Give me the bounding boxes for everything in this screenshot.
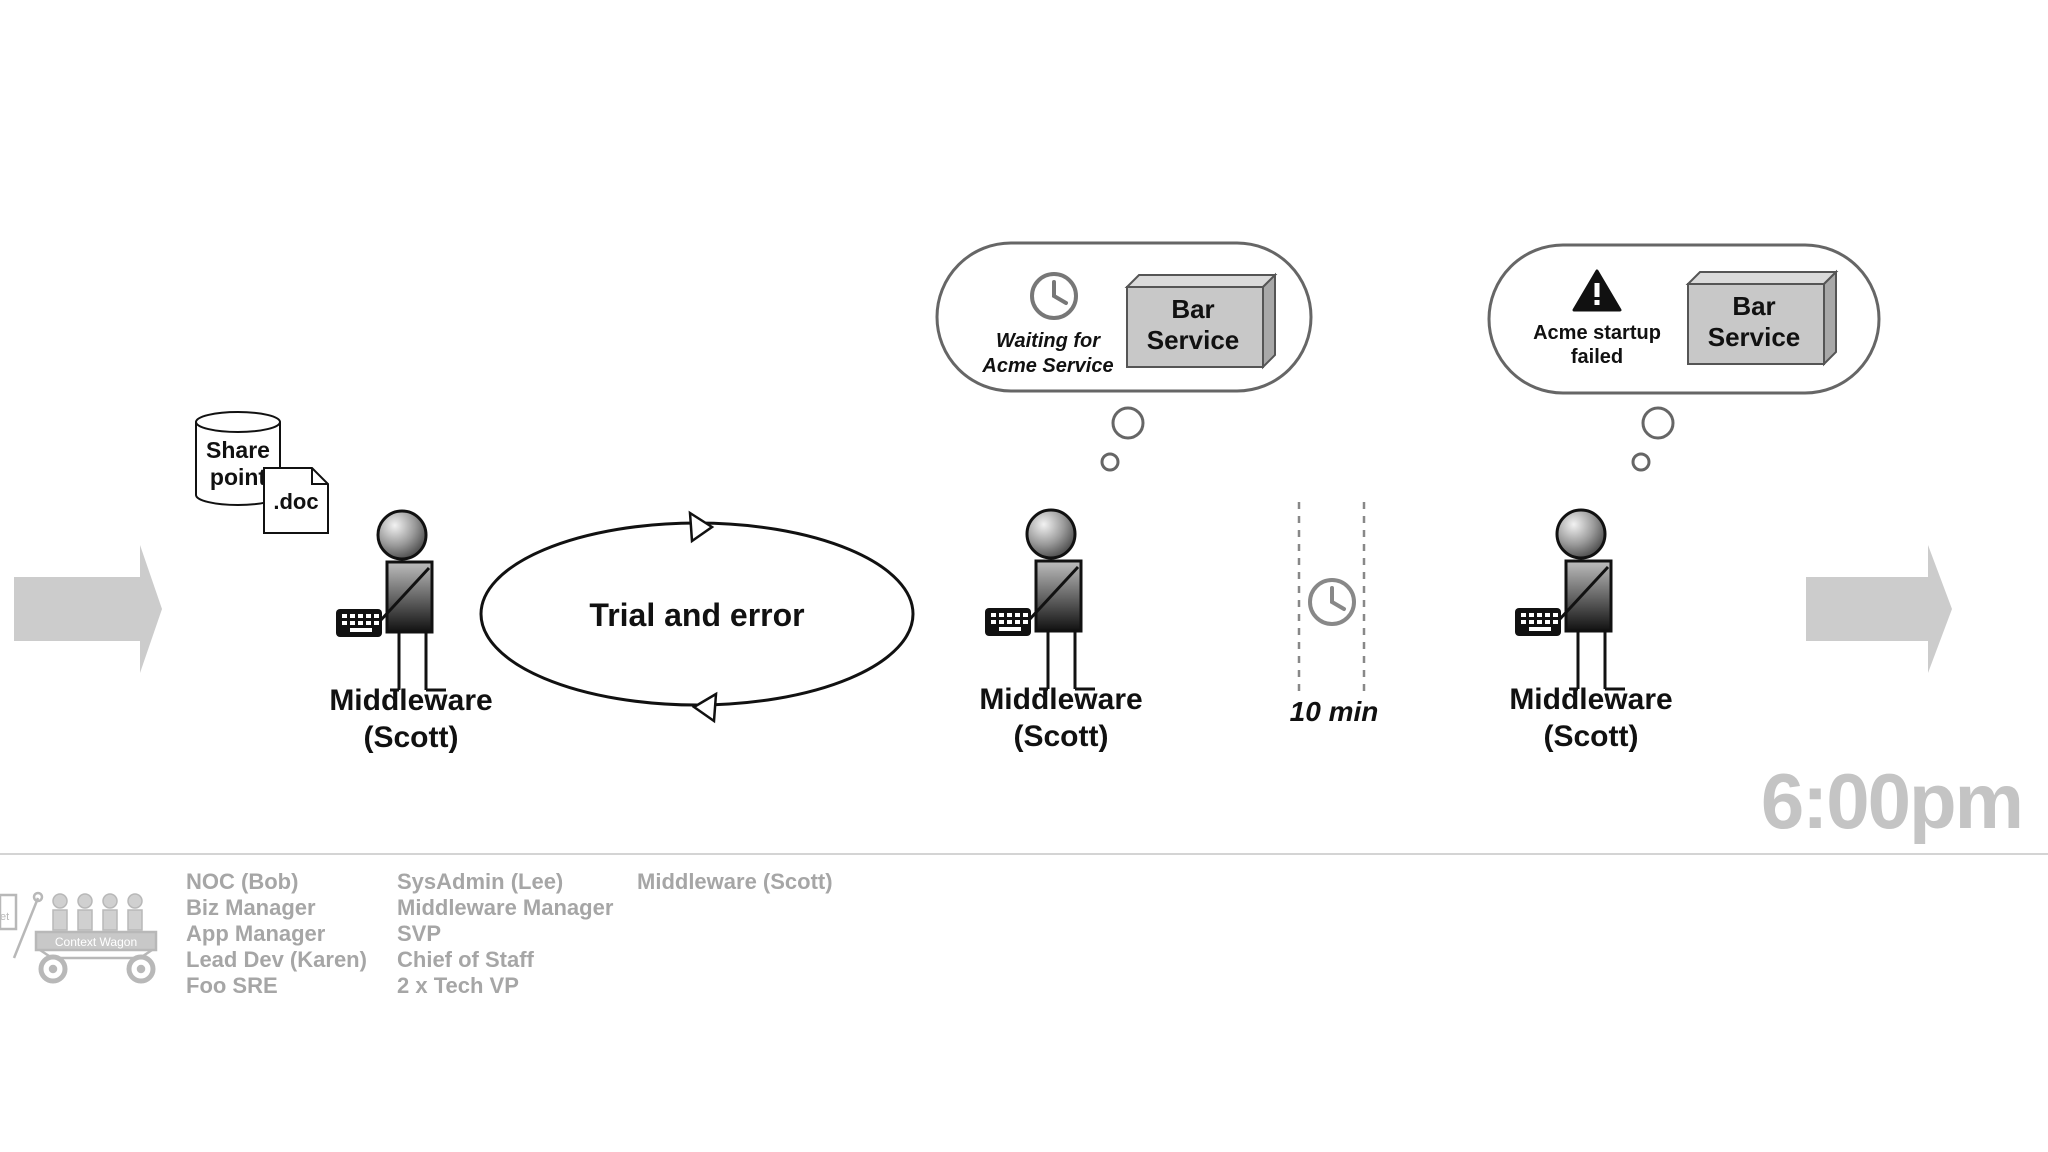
time-label: 6:00pm [1761,757,2022,845]
clock-icon [1030,272,1078,320]
sharepoint-database-icon [195,411,281,506]
middleware-person-icon [983,508,1097,691]
middleware-person-icon [334,509,448,692]
wait-duration-label: 10 min [1290,696,1379,727]
middleware-person-icon [1513,508,1627,691]
failed-status-line2: failed [1571,346,1623,368]
thought-dot-small [1100,452,1120,472]
loop-arrowhead-top [688,510,715,544]
failed-status-line1: Acme startup [1533,322,1661,344]
waiting-status-line2: Acme Service [981,355,1113,377]
roster-item: SVP [397,921,441,946]
roster-item: SysAdmin (Lee) [397,869,563,894]
wagon-label: Context Wagon [55,935,137,949]
context-wagon-icon [0,891,158,984]
bar-service-label-line2: Service [1708,322,1801,352]
actor-label-line1: Middleware [329,684,492,717]
warning-icon [1572,269,1622,312]
actor-label-line1: Middleware [1509,683,1672,716]
doc-file-icon [263,467,329,534]
bar-service-label-line1: Bar [1732,291,1775,321]
roster-item: Biz Manager [186,895,316,920]
loop-arrowhead-bottom [691,691,718,724]
roster-item: NOC (Bob) [186,869,298,894]
thought-dot-large [1111,406,1145,440]
actor-label-line2: (Scott) [1014,720,1109,753]
thought-dot-small [1631,452,1651,472]
sharepoint-label-line2: point [210,464,267,490]
roster-item: Chief of Staff [397,947,535,972]
roster-item: 2 x Tech VP [397,973,519,998]
roster-item: Foo SRE [186,973,278,998]
incoming-arrow [14,545,162,673]
roster-item: Middleware (Scott) [637,869,833,894]
loop-label: Trial and error [589,597,804,633]
roster-item: App Manager [186,921,326,946]
outgoing-arrow [1806,545,1952,673]
doc-file-label: .doc [273,489,318,514]
actor-label-line1: Middleware [979,683,1142,716]
thought-dot-large [1641,406,1675,440]
bar-service-label-line2: Service [1147,325,1240,355]
clock-icon [1308,578,1356,626]
waiting-status-line1: Waiting for [996,330,1101,352]
actor-label-line2: (Scott) [364,721,459,754]
bar-service-label-line1: Bar [1171,294,1214,324]
roster-item: Lead Dev (Karen) [186,947,367,972]
roster-item: Middleware Manager [397,895,614,920]
sharepoint-label-line1: Share [206,437,270,463]
wagon-partial-label: et [0,911,9,923]
actor-label-line2: (Scott) [1544,720,1639,753]
